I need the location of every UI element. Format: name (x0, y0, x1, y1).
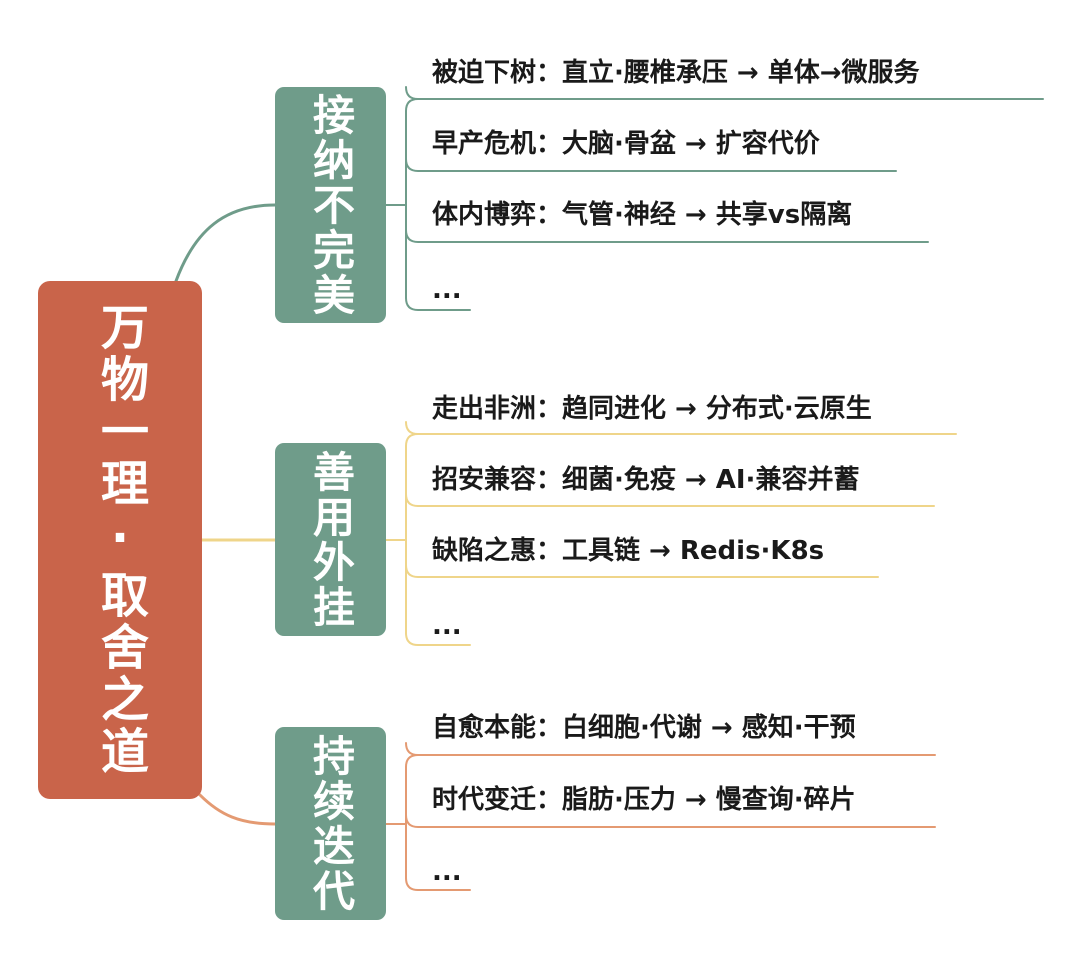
leaf-1-2: 早产危机：大脑·骨盆 → 扩容代价 (432, 129, 820, 159)
branch-node-3: 持续迭代 (275, 727, 386, 920)
root-node: 万物一理·取舍之道 (38, 281, 202, 799)
leaf-3-3: ... (432, 857, 462, 887)
leaf-3-2: 时代变迁：脂肪·压力 → 慢查询·碎片 (432, 785, 856, 815)
leaf-2-2: 招安兼容：细菌·免疫 → AI·兼容并蓄 (432, 465, 860, 495)
branch-2-underline-4 (405, 632, 471, 646)
branch-1-top-elbow (405, 98, 419, 112)
branch-1-underline-2 (405, 158, 897, 172)
leaf-2-3: 缺陷之惠：工具链 → Redis·K8s (432, 536, 825, 566)
branch-node-2: 善用外挂 (275, 443, 386, 636)
branch-3-underline-2 (405, 814, 936, 828)
branch-2-underline-3 (405, 564, 879, 578)
leaf-3-1: 自愈本能：白细胞·代谢 → 感知·干预 (432, 713, 856, 743)
branch-2-top-elbow (405, 433, 419, 447)
branch-node-1: 接纳不完美 (275, 87, 386, 323)
leaf-1-1: 被迫下树：直立·腰椎承压 → 单体→微服务 (432, 58, 920, 88)
leaf-1-4: ... (432, 275, 462, 305)
branch-label-3: 持续迭代 (306, 733, 356, 914)
branch-label-2: 善用外挂 (306, 449, 356, 630)
branch-3-top-elbow (405, 754, 419, 768)
leaf-2-1: 走出非洲：趋同进化 → 分布式·云原生 (432, 394, 872, 424)
branch-1-underline-4 (405, 297, 471, 311)
branch-1-underline-3 (405, 229, 929, 243)
branch-3-underline-3 (405, 877, 471, 891)
leaf-1-3: 体内博弈：气管·神经 → 共享vs隔离 (432, 200, 853, 230)
branch-2-underline-2 (405, 493, 935, 507)
root-label: 万物一理·取舍之道 (92, 302, 148, 778)
root-connector-1 (174, 203, 277, 283)
leaf-2-4: ... (432, 611, 462, 641)
root-connector-3 (198, 793, 277, 826)
branch-label-1: 接纳不完美 (306, 92, 356, 318)
branch-3-underline-1 (405, 742, 936, 756)
branch-1-underline-1 (405, 86, 1044, 100)
